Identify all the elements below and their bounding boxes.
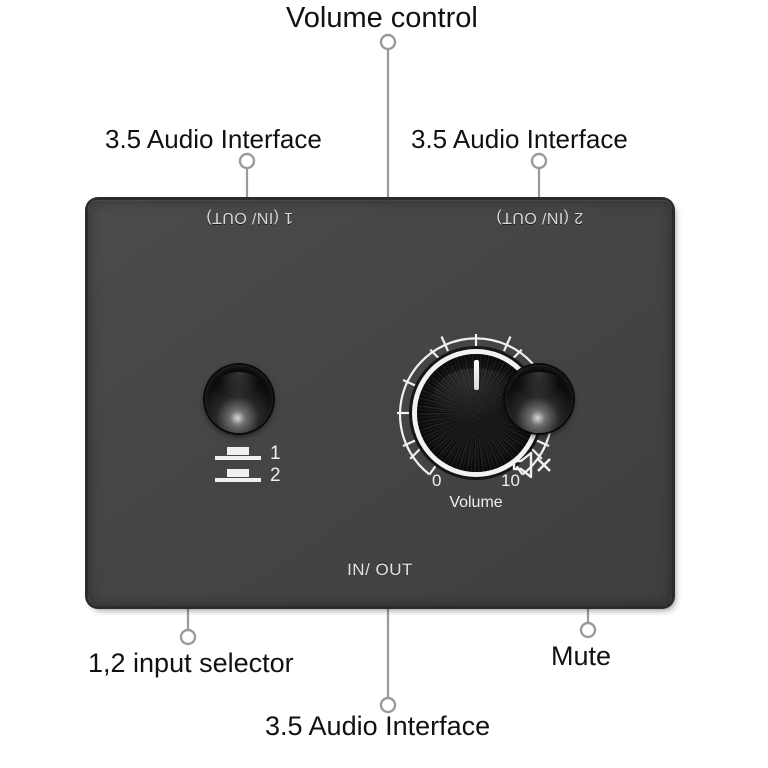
callout-input-selector: 1,2 input selector — [88, 648, 294, 678]
input-selector-button[interactable] — [205, 365, 273, 433]
leader-audio-interface-bottom — [379, 600, 397, 714]
volume-max-label: 10 — [501, 471, 520, 490]
callout-audio-interface-left: 3.5 Audio Interface — [105, 124, 322, 154]
port-label-2: 2 (IN/ OUT) — [496, 209, 584, 226]
callout-mute: Mute — [551, 641, 612, 671]
input-1-icon — [215, 447, 261, 460]
bottom-port-label: IN/ OUT — [347, 560, 413, 579]
input-option-2-row: 2 — [214, 465, 294, 486]
speaker-mute-icon — [512, 451, 551, 479]
device-panel: 1 (IN/ OUT) 2 (IN/ OUT) — [88, 200, 672, 606]
callout-audio-interface-bottom: 3.5 Audio Interface — [265, 711, 491, 741]
callout-volume-control: Volume control — [286, 2, 478, 34]
port-label-1: 1 (IN/ OUT) — [206, 209, 294, 226]
input-option-2-label: 2 — [270, 465, 281, 486]
input-option-1-row: 1 — [214, 443, 294, 464]
input-2-icon — [215, 469, 261, 482]
mute-button[interactable] — [505, 365, 573, 433]
volume-min-label: 0 — [432, 471, 442, 490]
volume-knob-caption: Volume — [449, 494, 503, 511]
callout-audio-interface-right: 3.5 Audio Interface — [411, 124, 628, 154]
input-selector-legend: 1 2 — [214, 443, 294, 490]
input-option-1-label: 1 — [270, 443, 281, 464]
